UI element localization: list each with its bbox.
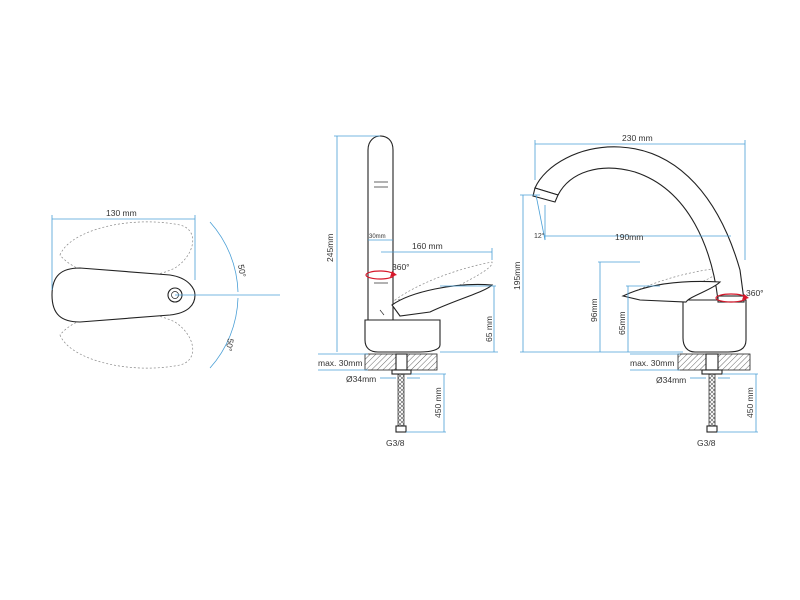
dim-arc-angle-bottom: [209, 297, 239, 369]
front-thread-label: G3/8: [697, 438, 716, 448]
top-width-label: 130 mm: [106, 208, 137, 218]
front-hose-fitting: [706, 425, 718, 433]
side-mount-label: max. 30mm: [318, 358, 362, 368]
side-mount-stud: [395, 353, 408, 371]
side-spout: [367, 135, 394, 321]
handle-rotated-down: [59, 311, 194, 369]
front-base-label: 65mm: [617, 311, 627, 335]
front-reach-label: 190mm: [615, 232, 643, 242]
front-width-label: 230 mm: [622, 133, 653, 143]
side-reach-label: 160 mm: [412, 241, 443, 251]
side-hose-label: 450 mm: [433, 387, 443, 418]
front-hole-label: Ø34mm: [656, 375, 686, 385]
front-view: 360° 230 mm 12° 190mm 195mm 96mm 65mm ma…: [512, 133, 764, 448]
front-mount-nut: [701, 369, 723, 375]
angle-top-label: 50°: [236, 264, 248, 278]
spout-diameter-label: 30mm: [369, 234, 386, 240]
front-lever-label: 96mm: [589, 298, 599, 322]
front-height-label: 195mm: [512, 262, 522, 290]
front-handle: [621, 280, 722, 303]
side-rotation-label: 360°: [392, 262, 410, 272]
side-mount-nut: [391, 369, 412, 375]
side-hole-label: Ø34mm: [346, 374, 376, 384]
side-height-label: 245mm: [325, 234, 335, 262]
top-view: 130 mm 50° 50°: [51, 208, 280, 369]
front-body: [682, 299, 747, 353]
side-body: [364, 319, 441, 353]
front-spout: [534, 146, 745, 301]
side-handle: [391, 283, 494, 317]
front-aerator: [532, 187, 559, 203]
front-hose-label: 450 mm: [745, 387, 755, 418]
side-hose-fitting: [395, 425, 407, 433]
side-thread-label: G3/8: [386, 438, 405, 448]
front-mount-label: max. 30mm: [630, 358, 674, 368]
side-base-label: 65 mm: [484, 316, 494, 342]
front-rotation-label: 360°: [746, 288, 764, 298]
front-hose: [708, 373, 716, 427]
angle-bottom-label: 50°: [224, 338, 236, 352]
side-hose: [397, 373, 405, 427]
front-spout-angle-label: 12°: [534, 232, 545, 240]
side-view: 360° 245mm 30mm 160 mm 65 mm max. 30mm Ø…: [318, 135, 498, 448]
dim-arc-angle-top: [209, 221, 239, 293]
handle-rotated-up: [59, 221, 194, 279]
front-mount-stud: [705, 353, 719, 371]
